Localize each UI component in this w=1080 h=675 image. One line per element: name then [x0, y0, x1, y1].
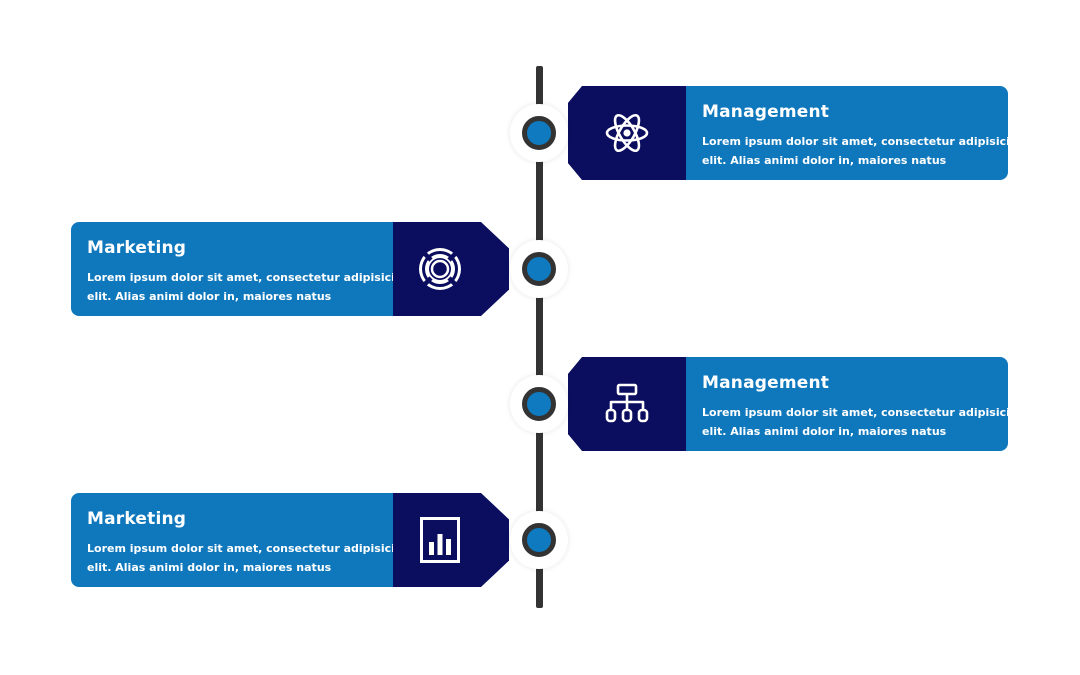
timeline-node [522, 252, 556, 286]
timeline-card: Marketing Lorem ipsum dolor sit amet, co… [71, 222, 509, 316]
bar-chart-icon [420, 517, 460, 563]
hierarchy-icon [605, 383, 649, 423]
card-body: Marketing Lorem ipsum dolor sit amet, co… [71, 493, 411, 587]
card-icon-tab [393, 222, 509, 316]
card-description: Lorem ipsum dolor sit amet, consectetur … [702, 403, 1026, 441]
description-line: elit. Alias animi dolor in, maiores natu… [702, 425, 947, 438]
card-description: Lorem ipsum dolor sit amet, consectetur … [87, 268, 411, 306]
description-line: Lorem ipsum dolor sit amet, consectetur … [702, 406, 1026, 419]
card-body: Management Lorem ipsum dolor sit amet, c… [686, 86, 1026, 180]
card-title: Management [702, 102, 830, 122]
lifebuoy-icon [419, 248, 461, 290]
card-title: Marketing [87, 238, 187, 258]
card-icon-tab [393, 493, 509, 587]
description-line: elit. Alias animi dolor in, maiores natu… [87, 561, 332, 574]
timeline-node [522, 523, 556, 557]
timeline-card: Management Lorem ipsum dolor sit amet, c… [568, 357, 1026, 451]
card-description: Lorem ipsum dolor sit amet, consectetur … [702, 132, 1026, 170]
card-icon-tab [568, 357, 686, 451]
description-line: elit. Alias animi dolor in, maiores natu… [702, 154, 947, 167]
timeline-card: Marketing Lorem ipsum dolor sit amet, co… [71, 493, 509, 587]
timeline-node [522, 387, 556, 421]
description-line: Lorem ipsum dolor sit amet, consectetur … [87, 542, 411, 555]
description-line: elit. Alias animi dolor in, maiores natu… [87, 290, 332, 303]
description-line: Lorem ipsum dolor sit amet, consectetur … [702, 135, 1026, 148]
card-icon-tab [568, 86, 686, 180]
card-title: Management [702, 373, 830, 393]
card-body: Marketing Lorem ipsum dolor sit amet, co… [71, 222, 411, 316]
atom-icon [605, 113, 649, 153]
card-body: Management Lorem ipsum dolor sit amet, c… [686, 357, 1026, 451]
description-line: Lorem ipsum dolor sit amet, consectetur … [87, 271, 411, 284]
timeline-node [522, 116, 556, 150]
card-title: Marketing [87, 509, 187, 529]
card-description: Lorem ipsum dolor sit amet, consectetur … [87, 539, 411, 577]
timeline-axis [536, 66, 543, 608]
timeline-card: Management Lorem ipsum dolor sit amet, c… [568, 86, 1026, 180]
